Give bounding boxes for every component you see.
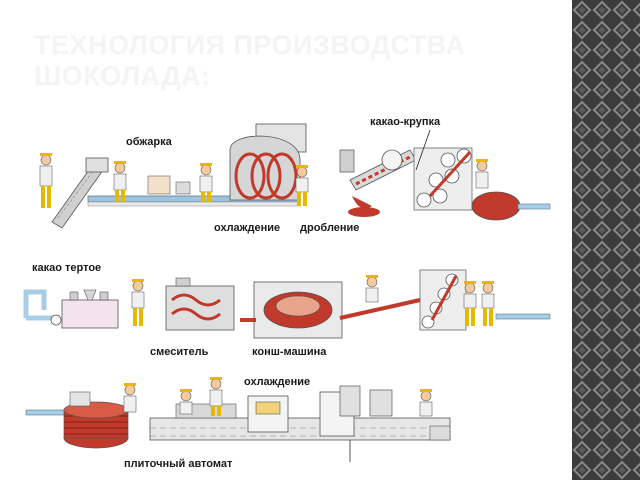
worker-figure xyxy=(199,163,213,202)
packing-station xyxy=(339,385,393,462)
mixer-machine xyxy=(165,277,235,331)
label-cocoa-mass: какао тертое xyxy=(32,262,102,274)
mold-conveyor xyxy=(149,403,451,441)
row-1-roasting-line xyxy=(39,123,551,229)
inclined-feeder xyxy=(51,157,109,229)
label-roasting: обжарка xyxy=(126,136,172,148)
worker-figure xyxy=(419,389,433,417)
decorative-pattern-strip xyxy=(572,0,640,480)
diamond-pattern xyxy=(572,0,640,480)
worker-figure xyxy=(39,153,53,208)
label-cocoa-nibs: какао-крупка xyxy=(370,116,441,128)
cocoa-mass-tank xyxy=(61,289,119,329)
row-3-tempering-line xyxy=(25,377,451,462)
label-crushing: дробление xyxy=(300,222,360,234)
label-mixer: смеситель xyxy=(150,346,209,358)
worker-figure xyxy=(113,161,127,202)
tempering-coil-tank xyxy=(63,391,129,449)
production-diagram xyxy=(23,123,551,462)
cooling-coil-machine xyxy=(229,123,307,201)
worker-figure xyxy=(295,165,309,206)
label-cooling-2: охлаждение xyxy=(244,376,311,388)
page-title: ТЕХНОЛОГИЯ ПРОИЗВОДСТВА ШОКОЛАДА: xyxy=(34,30,514,92)
title-line-1: ТЕХНОЛОГИЯ ПРОИЗВОДСТВА xyxy=(34,30,466,60)
roaster-machine xyxy=(147,175,191,195)
worker-figure xyxy=(481,281,495,326)
worker-figure xyxy=(209,377,223,416)
conche-machine xyxy=(240,281,343,339)
roller-refiner xyxy=(419,269,467,331)
worker-figure xyxy=(463,281,477,326)
label-tablet-machine: плиточный автомат xyxy=(124,458,233,470)
worker-figure xyxy=(179,389,193,415)
label-leader-line xyxy=(415,129,431,171)
worker-figure xyxy=(365,275,379,303)
row-2-mixing-line xyxy=(23,269,551,339)
title-line-2: ШОКОЛАДА: xyxy=(34,61,211,91)
worker-figure xyxy=(131,279,145,326)
crushing-screw-conveyor xyxy=(339,149,417,217)
label-cooling-1: охлаждение xyxy=(214,222,281,234)
label-conche: конш-машина xyxy=(252,346,327,358)
worker-figure xyxy=(123,383,137,413)
roller-mill xyxy=(413,147,473,211)
output-tank xyxy=(471,191,551,221)
worker-figure xyxy=(475,159,489,189)
